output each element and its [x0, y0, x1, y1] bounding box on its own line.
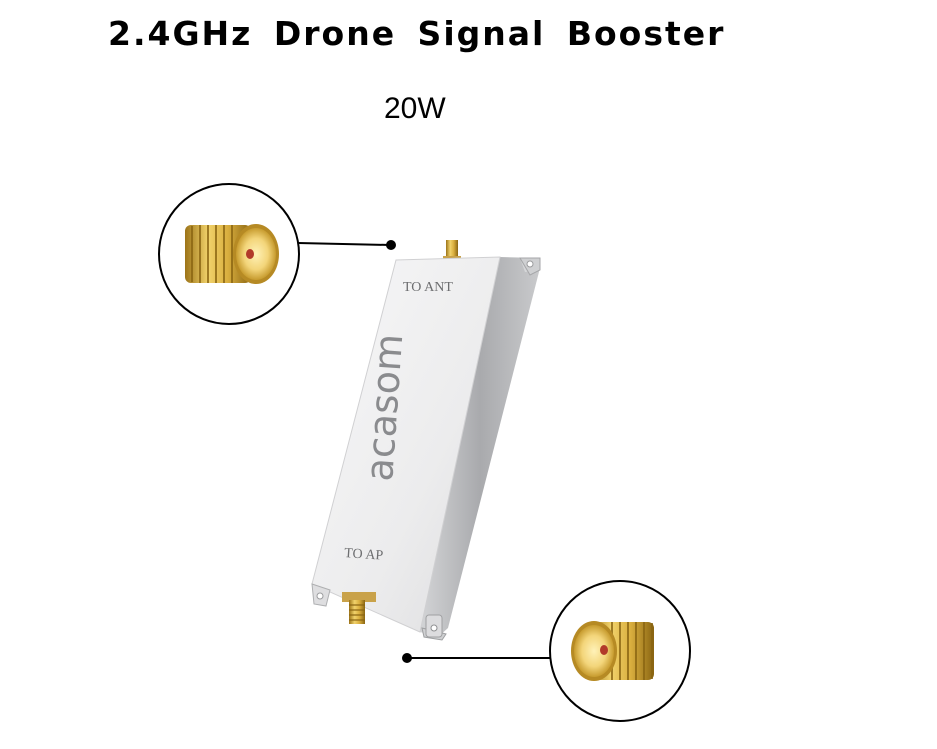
bottom-sma-port-icon: [342, 592, 376, 624]
sma-female-connector-icon: [185, 224, 279, 284]
port-label-to-ap: TO AP: [344, 546, 384, 564]
sma-connector-bottom-detail: [549, 580, 691, 722]
callout-line-top: [297, 240, 396, 250]
sma-female-connector-icon: [571, 621, 654, 681]
port-label-to-ant: TO ANT: [403, 280, 453, 295]
sma-connector-top-detail: [158, 183, 300, 325]
power-rating: 20W: [384, 92, 446, 125]
signal-booster-device: TO ANT TO AP acasom: [311, 240, 541, 641]
page-title: 2.4GHz Drone Signal Booster: [108, 14, 726, 53]
brand-logo: acasom: [357, 332, 411, 482]
callout-line-bottom: [402, 653, 553, 663]
